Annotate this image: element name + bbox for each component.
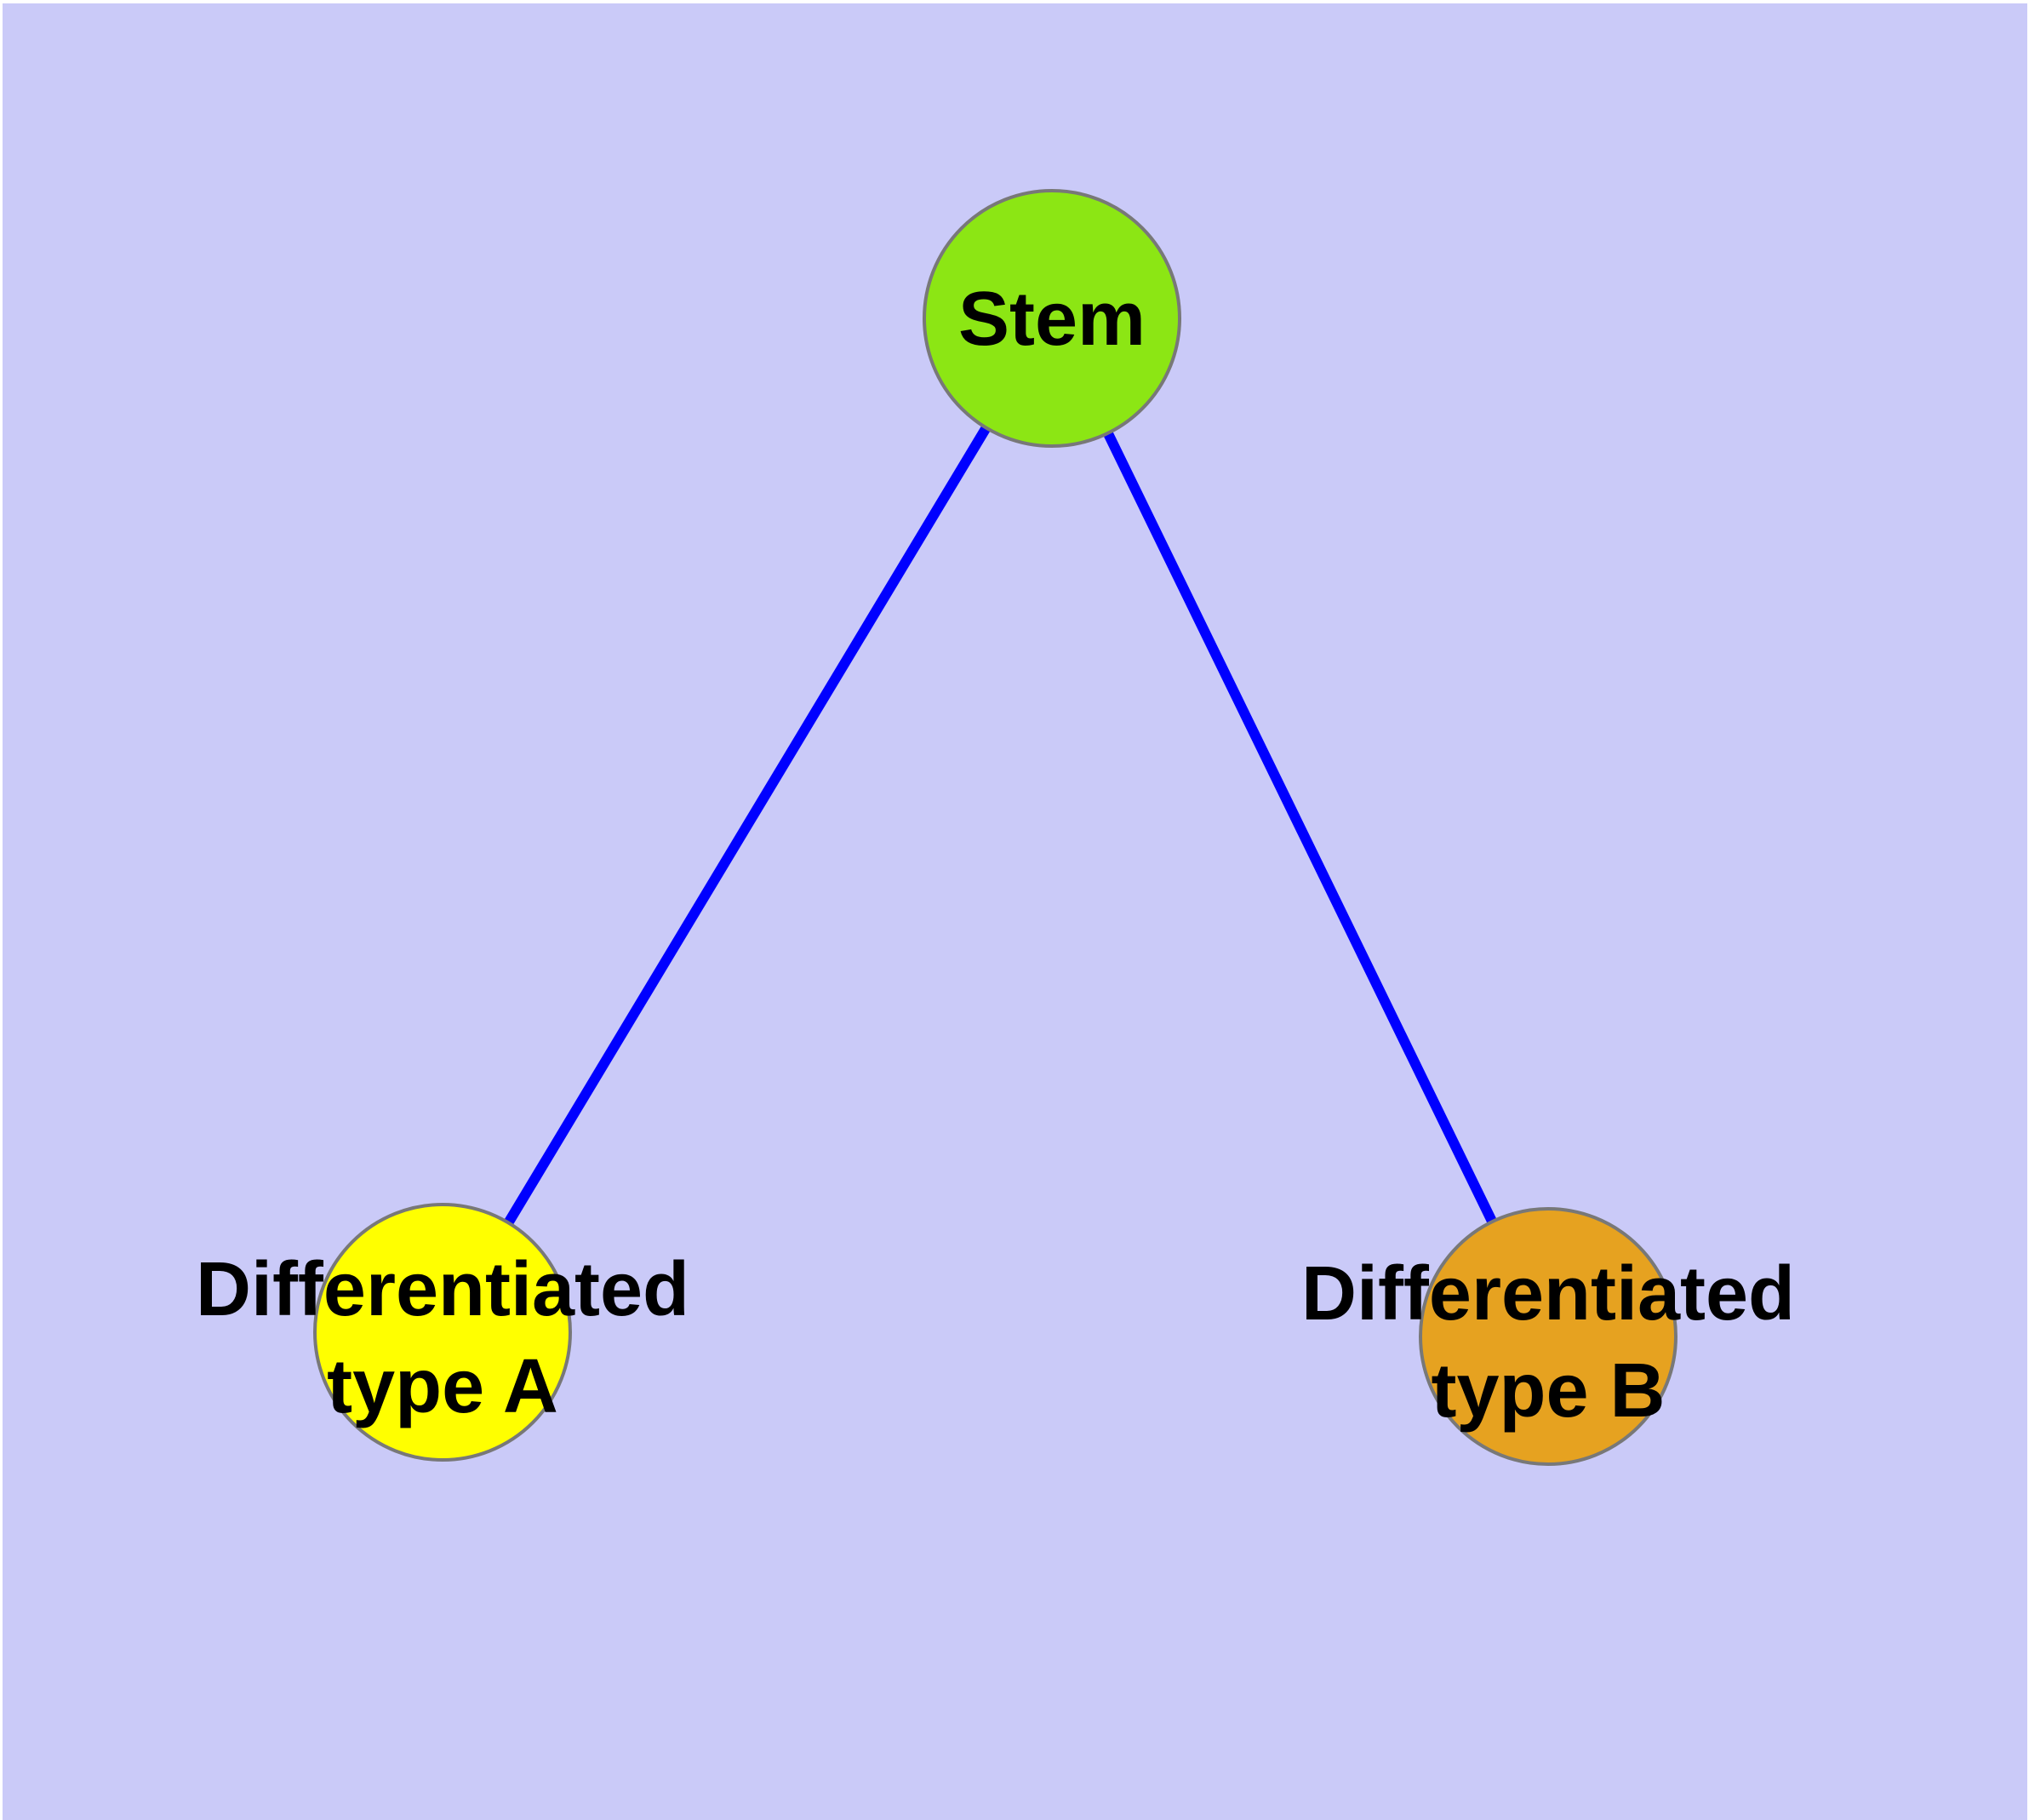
- edge-stem-to-differentiated-type-a: [437, 315, 1057, 1336]
- node-differentiated-type-a-label-line-2: type A: [327, 1344, 558, 1429]
- edges-layer: [437, 315, 1553, 1339]
- nodes-layer: [313, 189, 1677, 1466]
- node-differentiated-type-b-label-line-1: Differentiated: [1301, 1251, 1795, 1336]
- node-stem-label: Stem: [958, 277, 1146, 362]
- node-differentiated-type-a-label-line-1: Differentiated: [196, 1247, 689, 1332]
- node-differentiated-type-b: [1419, 1207, 1677, 1466]
- edge-stem-to-differentiated-type-b: [1047, 316, 1553, 1339]
- node-differentiated-type-a: [313, 1203, 572, 1462]
- node-differentiated-type-b-label-line-2: type B: [1431, 1348, 1665, 1434]
- node-differentiated-type-a-label: Differentiated type A: [196, 1247, 689, 1429]
- node-differentiated-type-b-label: Differentiated type B: [1301, 1251, 1795, 1434]
- node-stem-label-line-1: Stem: [958, 277, 1146, 362]
- node-stem: [923, 189, 1181, 448]
